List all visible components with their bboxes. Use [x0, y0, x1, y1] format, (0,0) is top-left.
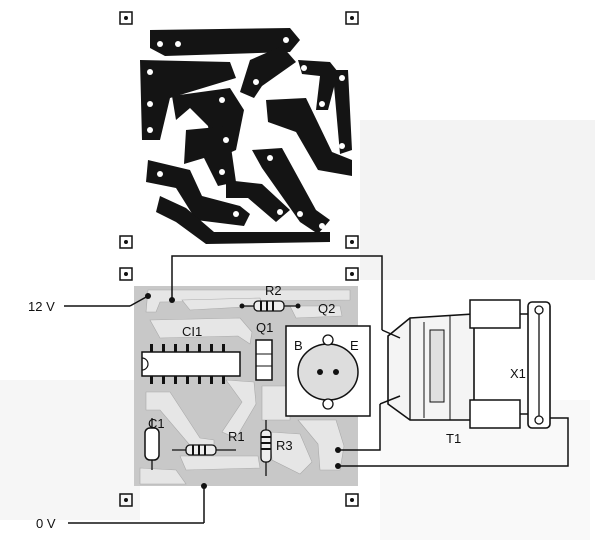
- copper-layout: [119, 11, 359, 249]
- transformer-t1: [379, 299, 521, 429]
- label-0v: 0 V: [36, 516, 56, 531]
- capacitor-c1: [144, 418, 160, 470]
- background-bleed: [0, 120, 595, 540]
- corner-mark-br: [345, 235, 359, 249]
- label-12v: 12 V: [28, 299, 55, 314]
- corner-mark-board-tr: [345, 267, 359, 281]
- label-t1: T1: [446, 431, 461, 446]
- resistor-r2: [239, 300, 301, 312]
- lamp-x1: [520, 301, 551, 429]
- wire-supply: [171, 255, 383, 300]
- label-ci1: CI1: [182, 324, 202, 339]
- transistor-q1: [255, 339, 273, 381]
- corner-mark-board-bl: [119, 493, 133, 507]
- resistor-r3: [260, 420, 272, 476]
- resistor-r1: [172, 444, 236, 456]
- corner-mark-tr: [345, 11, 359, 25]
- track-pattern: [139, 289, 351, 485]
- component-side: 12 V 0 V R2 Q2 CI1: [28, 255, 569, 531]
- wire-x1-return: [338, 417, 569, 467]
- corner-mark-bl: [119, 235, 133, 249]
- label-e: E: [350, 338, 359, 353]
- label-q1: Q1: [256, 320, 273, 335]
- corner-mark-board-br: [345, 493, 359, 507]
- wire-t1-return: [338, 404, 381, 451]
- corner-mark-tl: [119, 11, 133, 25]
- corner-mark-board-tl: [119, 267, 133, 281]
- label-r1: R1: [228, 429, 245, 444]
- label-b: B: [294, 338, 303, 353]
- ic-ci1: [141, 344, 241, 384]
- label-q2: Q2: [318, 301, 335, 316]
- label-r3: R3: [276, 438, 293, 453]
- label-r2: R2: [265, 283, 282, 298]
- transistor-q2: [285, 325, 371, 417]
- label-x1: X1: [510, 366, 526, 381]
